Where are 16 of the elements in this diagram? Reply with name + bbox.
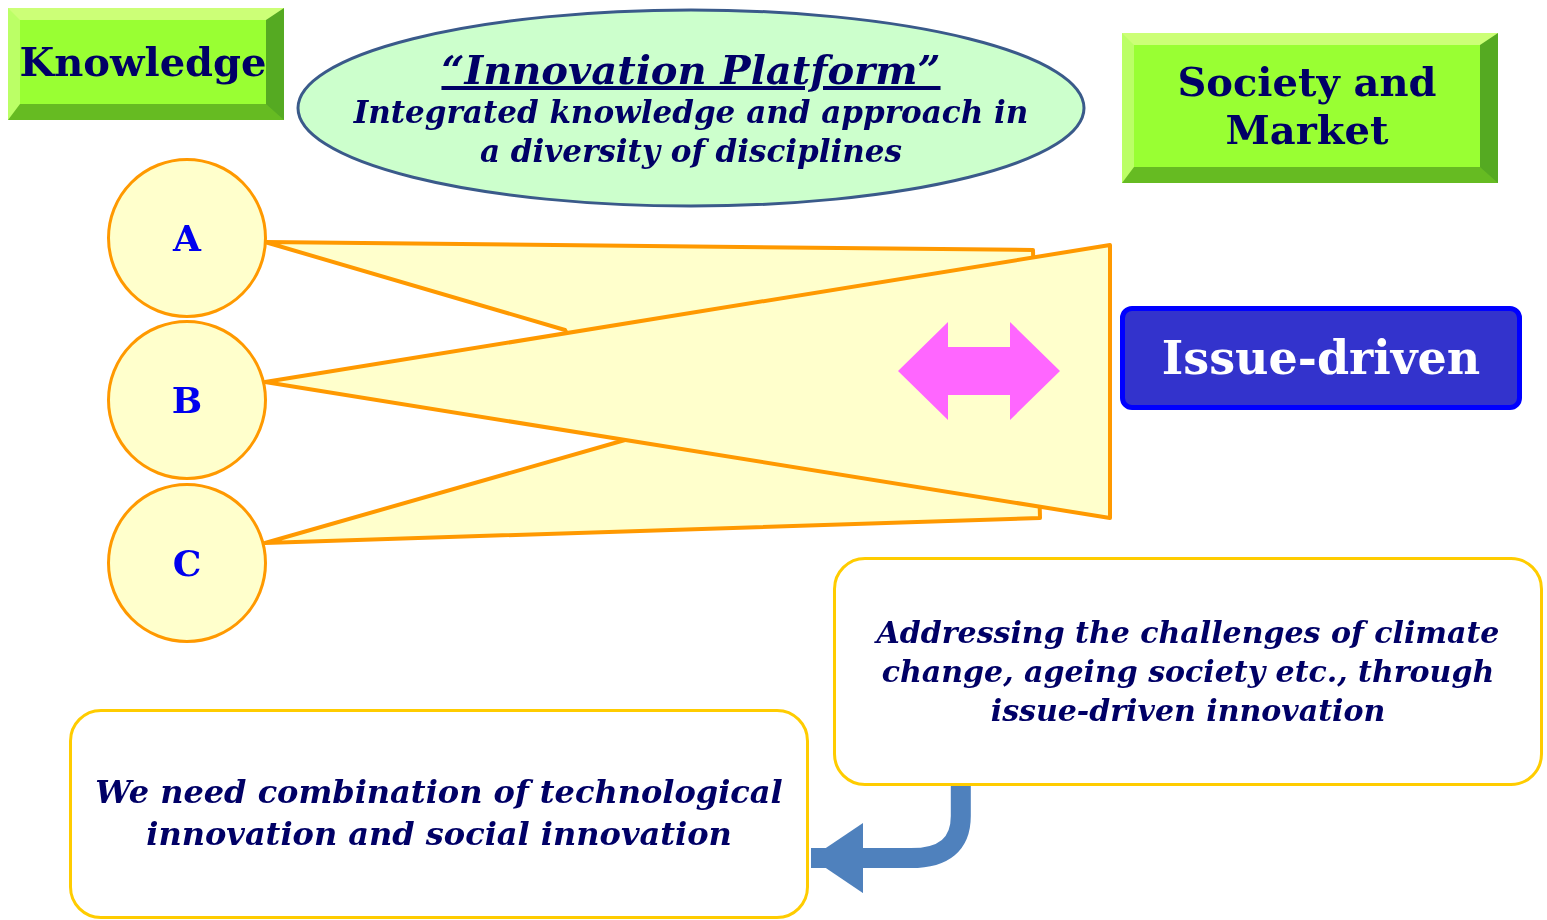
note-box (69, 709, 809, 919)
note-text: We need combination of technological innovation and social innovation (94, 772, 784, 855)
box-label: Issue-driven (1161, 331, 1481, 385)
platform-description: Integrated knowledge and approach in a diversity of disciplines (352, 92, 1030, 171)
box-label: Knowledge (19, 38, 267, 86)
platform-ellipse (296, 8, 1086, 208)
label-box (8, 8, 284, 120)
note-text: Addressing the challenges of climate change, ageing society etc., through issue-driven innovation (873, 614, 1501, 730)
note-box (833, 557, 1543, 786)
circle-letter: B (171, 379, 203, 421)
circle-letter: A (173, 217, 201, 259)
platform-title: “Innovation Platform” (441, 45, 941, 93)
label-box (1122, 33, 1498, 183)
issue-box (1120, 306, 1522, 410)
circle-letter: C (172, 542, 202, 584)
box-label: Society and Market (1176, 58, 1438, 154)
